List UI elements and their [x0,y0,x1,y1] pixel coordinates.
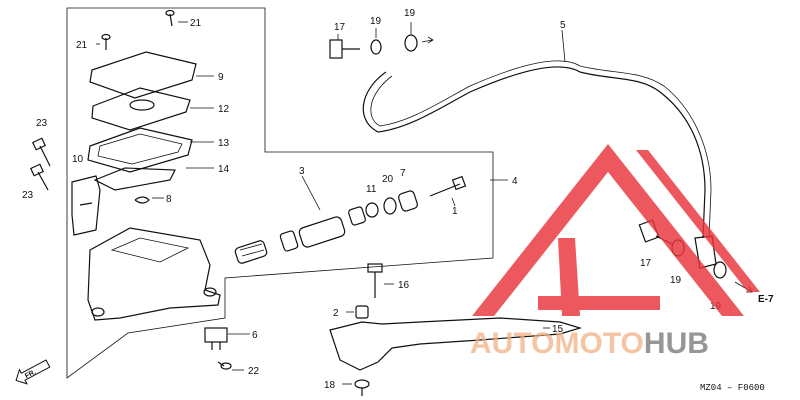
callout-13: 13 [218,138,230,149]
reservoir-cap [89,51,197,99]
callout-17-upper: 17 [334,22,346,33]
callout-12: 12 [218,104,230,115]
washer-11 [365,202,379,218]
mount-hole-left [91,307,105,317]
callout-19-a: 19 [370,16,382,27]
clutch-hose-5-outer [370,60,712,239]
sealing-washer-19-a [370,39,382,55]
reference-e7: E-7 [758,294,774,305]
piston-cup-secondary [348,206,366,226]
callout-21-left: 21 [76,40,88,51]
callout-11: 11 [366,184,377,195]
bracket-10 [71,175,101,236]
clutch-switch-6 [204,327,228,350]
callout-8: 8 [166,194,172,205]
master-cylinder-reservoir-window [110,237,190,263]
sealing-washer-19-d [713,261,727,279]
callout-17-lower: 17 [640,258,652,269]
front-direction-arrow: FR. [15,359,51,385]
callout-18: 18 [324,380,336,391]
clip-8 [134,196,150,204]
screw-22 [217,361,232,370]
clutch-lever-15 [329,317,583,371]
cap-screw-21-top [165,9,175,27]
push-rod-1 [429,175,467,197]
ring-20 [383,197,397,215]
callout-21-top: 21 [190,18,202,29]
clutch-hose-5 [362,66,706,239]
callout-16: 16 [398,280,410,291]
bolt-23-lower [29,163,49,191]
boot-7 [398,190,418,212]
callout-14: 14 [218,164,230,175]
diaphragm-inner [97,133,183,165]
callout-19-c: 19 [670,275,682,286]
piston-spring [234,240,268,264]
callout-9: 9 [218,72,224,83]
arrow-to-hose [421,36,434,44]
callout-23-upper: 23 [36,118,48,129]
banjo-bolt-17-upper [329,39,360,59]
callout-6: 6 [252,330,258,341]
pivot-bolt-16 [367,263,383,298]
watermark-auto: AUTO [470,327,554,360]
bolt-23-upper [31,137,51,167]
mount-hole-right [203,287,217,297]
cap-plate [91,87,191,131]
cap-screw-21-left [101,33,111,50]
drawing-code: MZ04 – F0600 [700,383,765,393]
callout-3: 3 [299,166,305,177]
callout-22: 22 [248,366,260,377]
gasket-plate [93,167,176,191]
watermark-hub: HUB [644,327,709,360]
front-direction-label: FR. [24,369,37,381]
screw-18 [354,379,370,396]
callout-23-lower: 23 [22,190,34,201]
callout-20: 20 [382,174,394,185]
callout-10: 10 [72,154,84,165]
callout-1: 1 [452,206,458,217]
master-cylinder-body [87,227,221,321]
cap-plate-boss [129,99,155,111]
watermark-text: AUTOMOTOHUB [470,327,709,360]
collar-2 [355,305,369,319]
callout-2: 2 [333,308,339,319]
master-cylinder-group-frame [66,7,494,379]
piston-cup-primary [279,230,299,252]
callout-4: 4 [512,176,518,187]
watermark-moto: MOTO [554,327,643,360]
watermark-triangle-logo [472,144,760,316]
diaphragm [87,127,193,173]
sealing-washer-19-b [404,34,418,52]
callout-19-b: 19 [404,8,416,19]
piston-body [298,216,346,248]
callout-15: 15 [552,324,564,335]
automotohub-watermark: AUTOMOTOHUB [470,144,760,360]
callout-5: 5 [560,20,566,31]
callout-7: 7 [400,168,406,179]
